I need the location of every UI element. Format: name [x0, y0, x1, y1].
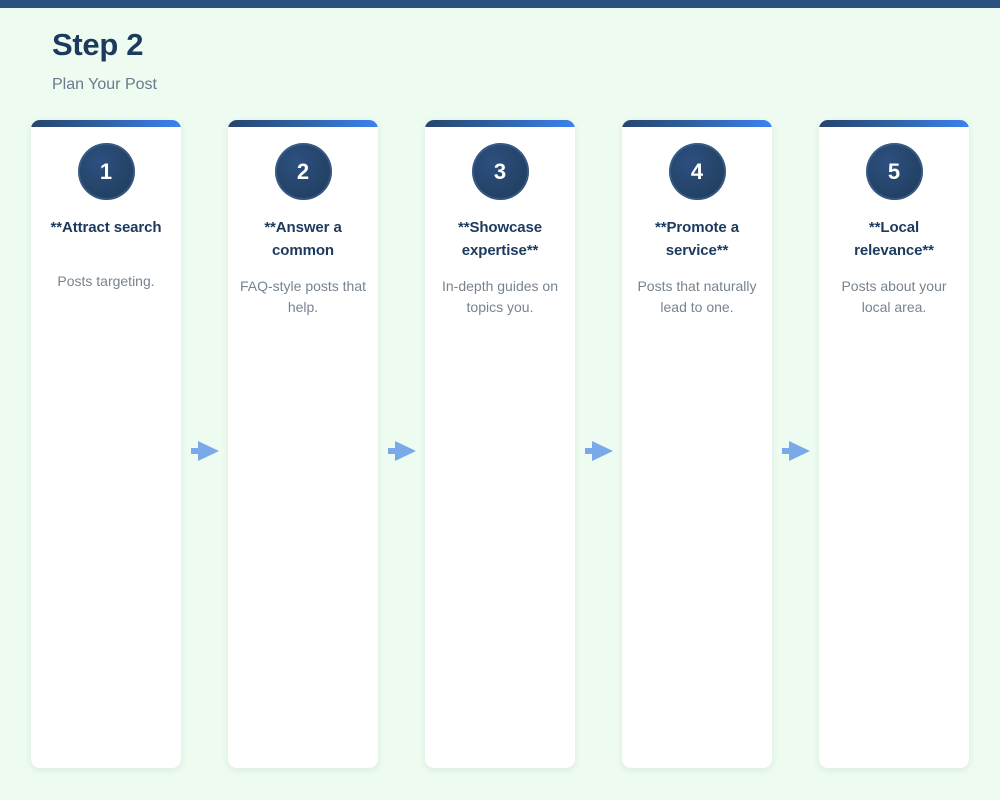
arrow-right-icon — [388, 438, 418, 464]
step-title: **Showcase expertise** — [457, 219, 543, 259]
arrow-right-icon — [585, 438, 615, 464]
step-number: 5 — [887, 158, 901, 184]
step-number: 1 — [99, 158, 113, 184]
card-accent-bar — [31, 120, 181, 127]
step-title: **Local relevance** — [854, 219, 934, 259]
card-body: 3 **Showcase expertise** In-depth guides… — [425, 143, 575, 318]
step-description: Posts targeting. — [57, 273, 155, 289]
step-number-badge: 4 — [668, 143, 726, 200]
card-accent-bar — [228, 120, 378, 127]
step-number: 2 — [296, 158, 310, 184]
step-card-4[interactable]: 4 **Promote a service** Posts that natur… — [622, 120, 772, 768]
step-number-badge: 2 — [274, 143, 332, 200]
card-accent-bar — [622, 120, 772, 127]
step-title: **Promote a service** — [655, 219, 739, 259]
step-card-5[interactable]: 5 **Local relevance** Posts about your l… — [819, 120, 969, 768]
top-accent-bar — [0, 0, 1000, 8]
step-number: 4 — [690, 158, 704, 184]
page-subtitle: Plan Your Post — [52, 76, 157, 93]
step-number: 3 — [493, 158, 507, 184]
step-flow: 1 **Attract search Posts targeting. 2 **… — [31, 120, 969, 770]
step-description: In-depth guides on topics you. — [442, 278, 558, 315]
page-title: Step 2 — [52, 27, 144, 62]
step-number-badge: 5 — [865, 143, 923, 200]
arrow-right-icon — [191, 438, 221, 464]
card-accent-bar — [425, 120, 575, 127]
card-body: 4 **Promote a service** Posts that natur… — [622, 143, 772, 318]
step-description: Posts that naturally lead to one. — [637, 278, 757, 315]
step-description: Posts about your local area. — [841, 278, 947, 315]
step-card-2[interactable]: 2 **Answer a common FAQ-style posts that… — [228, 120, 378, 768]
step-card-1[interactable]: 1 **Attract search Posts targeting. — [31, 120, 181, 768]
step-card-3[interactable]: 3 **Showcase expertise** In-depth guides… — [425, 120, 575, 768]
step-number-badge: 3 — [471, 143, 529, 200]
card-body: 1 **Attract search Posts targeting. — [31, 143, 181, 292]
card-accent-bar — [819, 120, 969, 127]
step-number-badge: 1 — [77, 143, 135, 200]
card-body: 5 **Local relevance** Posts about your l… — [819, 143, 969, 318]
step-title: **Answer a common — [264, 219, 342, 259]
page-header: Step 2 Plan Your Post — [52, 26, 157, 95]
card-body: 2 **Answer a common FAQ-style posts that… — [228, 143, 378, 318]
arrow-right-icon — [782, 438, 812, 464]
step-title: **Attract search — [50, 219, 162, 236]
step-description: FAQ-style posts that help. — [239, 278, 367, 315]
